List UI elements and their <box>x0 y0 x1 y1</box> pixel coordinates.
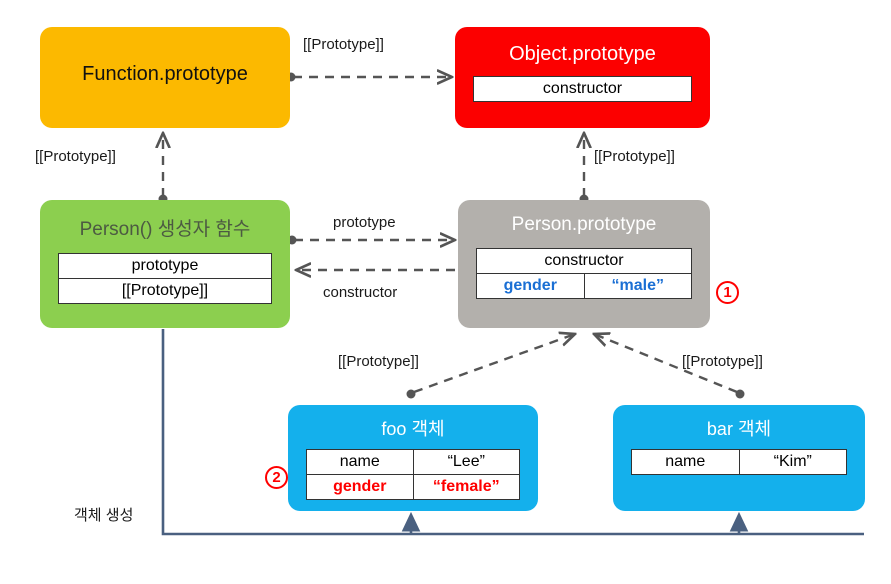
property-table-foo-object: name“Lee”gender“female” <box>306 449 520 500</box>
edge-label-personfn-to-functionproto: [[Prototype]] <box>35 148 116 165</box>
property-cell: constructor <box>473 76 692 102</box>
node-title-function-prototype: Function.prototype <box>82 63 248 85</box>
table-row: gender“male” <box>476 273 692 299</box>
edge-label-personproto-to-objectproto: [[Prototype]] <box>594 148 675 165</box>
table-row: gender“female” <box>306 474 520 500</box>
node-person-constructor-function[interactable]: Person() 생성자 함수 prototype[[Prototype]] <box>40 200 290 328</box>
property-cell: “female” <box>412 474 520 500</box>
node-title-foo-object: foo 객체 <box>381 419 445 439</box>
table-row: [[Prototype]] <box>58 278 272 304</box>
property-cell: “Lee” <box>412 449 520 475</box>
property-cell: prototype <box>58 253 272 279</box>
edge-label-object-creation: 객체 생성 <box>74 507 134 524</box>
edge-personfn-to-functionproto <box>159 133 168 204</box>
badge-two: 2 <box>265 466 288 489</box>
property-cell: name <box>631 449 740 475</box>
table-row: name“Lee” <box>306 449 520 475</box>
table-row: prototype <box>58 253 272 279</box>
node-function-prototype[interactable]: Function.prototype <box>40 27 290 128</box>
property-cell: gender <box>476 273 585 299</box>
property-cell: [[Prototype]] <box>58 278 272 304</box>
node-title-person-constructor-function: Person() 생성자 함수 <box>79 219 251 240</box>
edge-personproto-to-objectproto <box>580 133 589 204</box>
edge-functionproto-to-objectproto <box>286 73 453 82</box>
edge-prototype <box>287 236 456 245</box>
node-bar-object[interactable]: bar 객체 name“Kim” <box>613 405 865 511</box>
edge-label-bar-to-personproto: [[Prototype]] <box>682 353 763 370</box>
node-foo-object[interactable]: foo 객체 name“Lee”gender“female” <box>288 405 538 511</box>
property-cell: gender <box>306 474 414 500</box>
table-row: constructor <box>473 76 692 102</box>
property-cell: name <box>306 449 414 475</box>
property-cell: constructor <box>476 248 692 274</box>
edge-label-functionproto-to-objectproto: [[Prototype]] <box>303 36 384 53</box>
edge-label-prototype: prototype <box>333 214 396 231</box>
property-table-bar-object: name“Kim” <box>631 449 847 475</box>
edge-foo-to-personproto <box>406 334 576 399</box>
node-title-object-prototype: Object.prototype <box>509 43 656 65</box>
edge-label-foo-to-personproto: [[Prototype]] <box>338 353 419 370</box>
node-object-prototype[interactable]: Object.prototype constructor <box>455 27 710 128</box>
edge-constructor <box>296 266 478 275</box>
edge-label-constructor: constructor <box>323 284 398 301</box>
table-row: name“Kim” <box>631 449 847 475</box>
property-cell: “male” <box>583 273 692 299</box>
node-title-bar-object: bar 객체 <box>706 419 772 439</box>
property-table-person-function: prototype[[Prototype]] <box>58 253 272 304</box>
property-table-object-prototype: constructor <box>473 76 692 102</box>
table-row: constructor <box>476 248 692 274</box>
node-title-person-prototype: Person.prototype <box>511 214 657 235</box>
property-cell: “Kim” <box>738 449 847 475</box>
badge-one: 1 <box>716 281 739 304</box>
